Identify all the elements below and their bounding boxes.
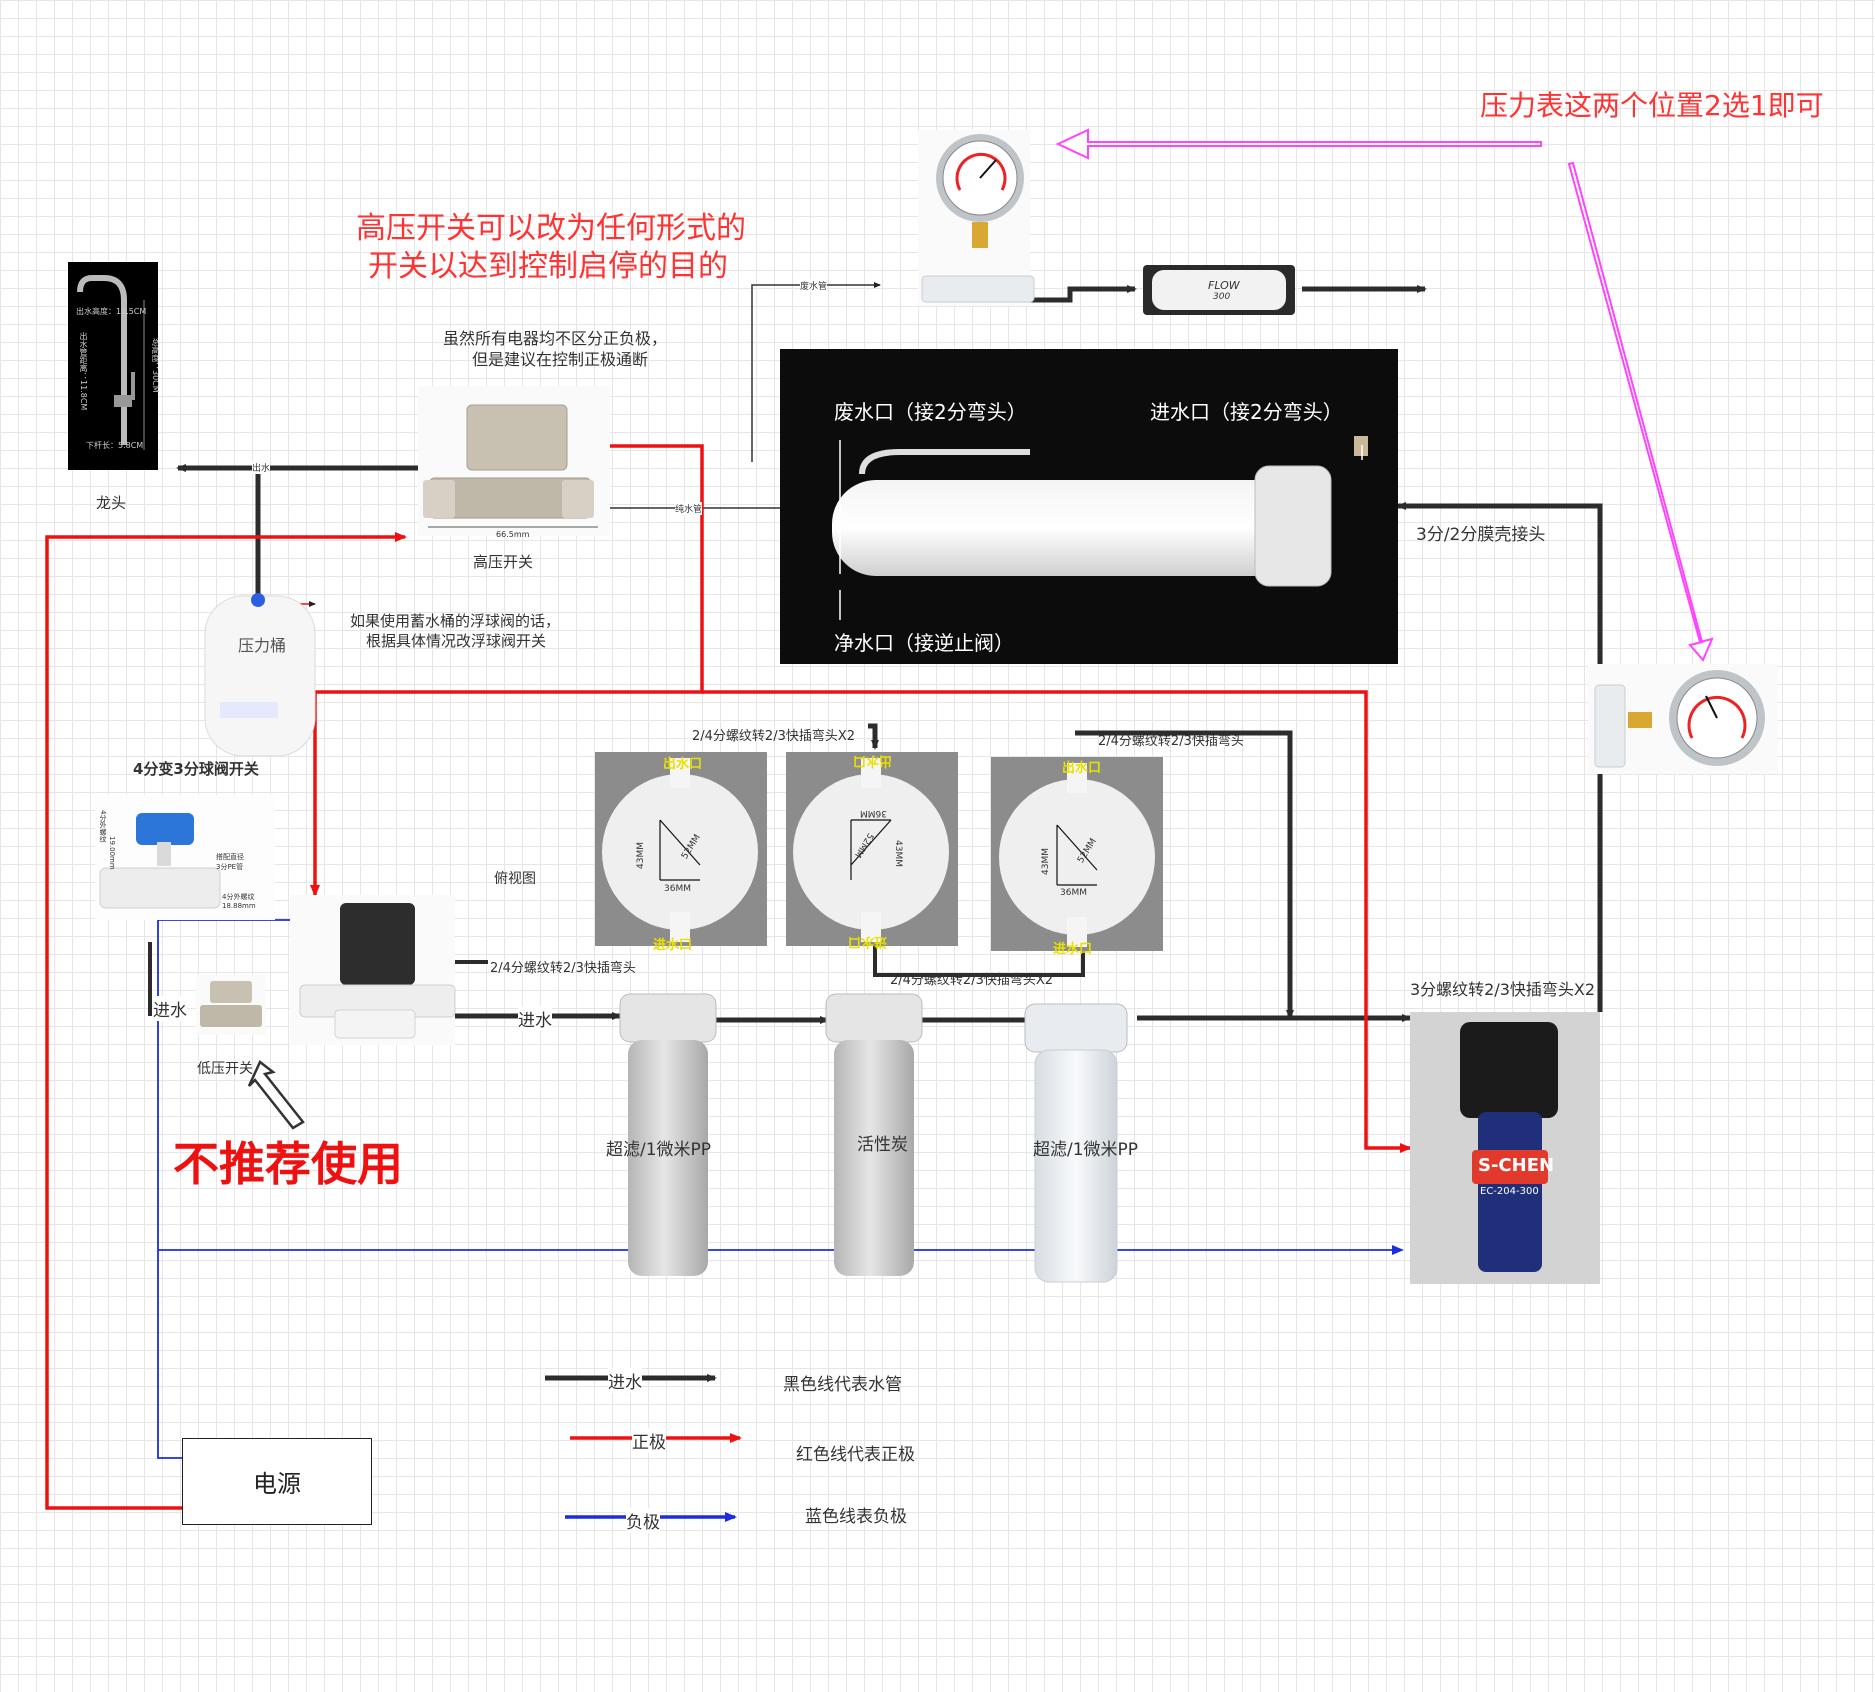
fitting-top-c-label: 2/4分螺纹转2/3快插弯头 <box>1098 734 1244 749</box>
pressure-tank-label: 压力桶 <box>238 636 287 655</box>
solenoid-valve-photo <box>290 895 456 1045</box>
flow-num: 300 <box>1213 292 1231 302</box>
filter-head-1 <box>595 752 767 946</box>
power-supply-label: 电源 <box>253 1470 301 1498</box>
fitting-bot-b-label: 2/4分螺纹转2/3快插弯头X2 <box>890 973 1054 988</box>
pipe-head-connector <box>868 723 879 750</box>
high-pressure-switch-photo <box>418 386 610 536</box>
pipe-gauge-to-flow <box>1000 285 1137 303</box>
head3-dim-36: 36MM <box>1060 888 1087 898</box>
faucet-spec-1: 出水高度：11.5CM <box>76 307 147 316</box>
legend-negative-inline: 负极 <box>626 1508 660 1533</box>
note-float-line1: 如果使用蓄水桶的浮球阀的话， <box>350 612 561 630</box>
booster-pump-photo <box>1410 1012 1600 1284</box>
legend-water-desc: 黑色线代表水管 <box>783 1375 902 1395</box>
pressure-gauge-right-photo <box>1588 664 1778 774</box>
note-not-recommended: 不推荐使用 <box>173 1137 403 1191</box>
pipe-head3-elbow <box>1075 730 1294 1020</box>
ball-valve-spec-3: 搭配直径 <box>216 853 244 861</box>
filter-head-3 <box>991 757 1163 951</box>
ro-membrane-photo <box>780 349 1398 664</box>
ball-valve-spec-2: 19.00mm <box>108 836 116 870</box>
pipe-head-bottom-bridge <box>873 940 1085 977</box>
flow-text: FLOW <box>1208 279 1240 292</box>
note-float-line2: 根据具体情况改浮球阀开关 <box>366 632 547 650</box>
inlet-label-2: 进水 <box>518 1006 552 1031</box>
fitting-top-a-label: 2/4分螺纹转2/3快插弯头X2 <box>692 729 856 744</box>
legend-positive-desc: 红色线代表正极 <box>796 1445 915 1465</box>
head2-in: 进水口 <box>848 934 888 949</box>
filter1-label: 超滤/1微米PP <box>606 1140 712 1160</box>
gauge-choice-arrows <box>1055 128 1714 662</box>
power-supply-box: 电源 <box>182 1438 372 1525</box>
head1-in: 进水口 <box>653 938 693 953</box>
fitting-mid-a-label: 2/4分螺纹转2/3快插弯头 <box>490 961 636 976</box>
inlet-label-1: 进水 <box>153 996 187 1021</box>
low-pressure-switch-photo <box>196 975 266 1035</box>
head2-dim-43: 43MM <box>893 840 903 867</box>
magenta-down-arrow <box>1567 161 1714 662</box>
head1-out: 出水口 <box>663 757 703 772</box>
pure-pipe-label: 纯水管 <box>675 502 703 515</box>
head3-out: 出水口 <box>1062 761 1102 776</box>
filter-housing-1 <box>619 993 717 1276</box>
pressure-gauge-photo <box>918 130 1035 306</box>
waste-pipe-label: 废水管 <box>800 279 828 292</box>
ball-valve-spec-5: 4分外螺纹 <box>222 893 255 901</box>
note-gauge-choice: 压力表这两个位置2选1即可 <box>1480 89 1824 122</box>
flow-restrictor-photo <box>1143 265 1295 315</box>
head3-in: 进水口 <box>1053 942 1093 957</box>
note-high-switch-line1: 高压开关可以改为任何形式的 <box>356 211 746 246</box>
head2-dim-36: 36MM <box>860 808 887 818</box>
filter-housing-2 <box>825 993 923 1276</box>
top-view-label: 俯视图 <box>494 871 536 887</box>
pipe-pump-to-membrane <box>1396 502 1603 1012</box>
low-switch-label: 低压开关 <box>197 1061 253 1077</box>
outlet-pipe-label: 出水 <box>252 461 271 474</box>
legend-negative-desc: 蓝色线表负极 <box>805 1507 907 1527</box>
membrane-clean-label: 净水口（接逆止阀） <box>834 631 1014 655</box>
membrane-inlet-label: 进水口（接2分弯头） <box>1150 400 1343 424</box>
ball-valve-spec-1: 4分外螺纹 <box>99 810 107 843</box>
hollow-up-arrow-icon <box>247 1060 305 1130</box>
legend-water-inline: 进水 <box>608 1368 642 1393</box>
high-switch-dim: 66.5mm <box>496 530 530 539</box>
pump-model: EC-204-300 <box>1480 1186 1539 1197</box>
note-polarity-line2: 但是建议在控制正极通断 <box>472 350 649 369</box>
head3-dim-43: 43MM <box>1041 848 1051 875</box>
faucet-spec-2: 总高度：30CM <box>151 338 160 393</box>
magenta-left-arrow <box>1055 128 1542 160</box>
faucet-photo <box>68 262 158 470</box>
head2-out: 出水口 <box>853 753 893 768</box>
faucet-spec-4: 下杆长：5.8CM <box>86 441 144 450</box>
legend-positive-inline: 正极 <box>632 1428 666 1453</box>
head1-dim-36: 36MM <box>664 884 691 894</box>
filter3-label: 超滤/1微米PP <box>1033 1140 1139 1160</box>
membrane-waste-label: 废水口（接2分弯头） <box>834 400 1027 424</box>
ball-valve-photo <box>95 795 275 920</box>
faucet-spec-3: 出水管距离：11.8CM <box>79 332 88 411</box>
note-high-switch-line2: 开关以达到控制启停的目的 <box>368 249 728 284</box>
head1-dim-43: 43MM <box>636 842 646 869</box>
head-dimension-lines <box>659 819 1098 886</box>
ball-valve-label: 4分变3分球阀开关 <box>133 760 259 778</box>
membrane-shell-label: 3分/2分膜壳接头 <box>1416 525 1546 545</box>
fitting-pump-label: 3分螺纹转2/3快插弯头X2 <box>1410 980 1596 999</box>
filter-housing-3 <box>1024 1003 1128 1283</box>
pump-brand: S-CHEN <box>1478 1155 1555 1176</box>
ball-valve-spec-6: 18.88mm <box>222 902 256 910</box>
filter-housings <box>619 993 1128 1283</box>
high-switch-label: 高压开关 <box>473 553 534 571</box>
note-polarity-line1: 虽然所有电器均不区分正负极， <box>443 329 668 348</box>
filter-head-2 <box>786 752 958 946</box>
faucet-label: 龙头 <box>96 494 127 512</box>
filter-head-photos <box>595 752 1163 951</box>
ball-valve-spec-4: 3分PE管 <box>216 863 244 871</box>
pressure-tank-photo <box>204 593 316 757</box>
filter2-label: 活性炭 <box>857 1135 908 1155</box>
